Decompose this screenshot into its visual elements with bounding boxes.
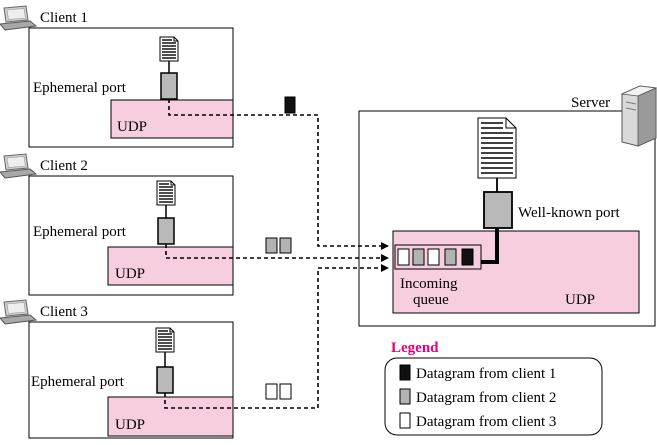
server-udp-label: UDP [565,292,595,308]
legend-box [384,357,603,436]
datagram-client-3-in-transit [265,383,278,400]
client-1-port-label: Ephemeral port [33,80,127,96]
datagram-client-2-in-transit [279,237,292,254]
path-client-3 [164,264,389,409]
client-3-title: Client 3 [40,304,88,320]
client-2-panel: Client 2 Ephemeral port UDP [0,153,234,296]
client-2-box [28,175,234,296]
server-well-known-port [483,191,513,229]
client-3-port-label: Ephemeral port [31,374,125,390]
path-client-2 [165,244,389,262]
queued-datagram-client-2 [444,248,457,266]
queued-datagram-client-3 [397,248,410,266]
client-3-box [28,321,234,439]
legend-item-client-2: Datagram from client 2 [416,390,556,406]
queued-datagram-client-2 [412,248,425,266]
client-1-udp-box [110,99,234,139]
path-client-1 [168,99,389,250]
application-document-icon [156,180,176,206]
legend-item-client-3: Datagram from client 3 [416,414,556,430]
server-tower-icon [620,85,657,147]
datagram-client-3-in-transit [279,383,292,400]
queue-to-port-connector [481,228,499,264]
client-3-udp-box [107,396,234,437]
datagram-paths [164,99,389,409]
legend-swatch-client-3 [399,412,411,429]
legend: Legend Datagram from client 1 Datagram f… [384,340,603,436]
laptop-icon [0,153,37,179]
application-document-icon [155,327,175,353]
server-panel: Server Well-known port [358,85,657,327]
queue-label-line2: queue [413,292,449,308]
server-application-document-icon [477,117,517,179]
application-document-icon [159,36,179,62]
client-2-port-label: Ephemeral port [33,224,127,240]
client-1-ephemeral-port [160,72,178,100]
client-3-udp-label: UDP [115,417,145,433]
server-box [358,110,656,327]
datagram-client-1-in-transit [284,96,296,114]
client-1-title: Client 1 [40,10,88,26]
queued-datagram-client-1 [461,248,474,266]
client-1-panel: Client 1 Ephemeral port UDP [0,5,234,148]
legend-swatch-client-1 [399,364,411,381]
legend-title: Legend [391,340,439,356]
client-2-udp-label: UDP [115,266,145,282]
laptop-icon [0,299,37,325]
datagram-client-2-in-transit [265,237,278,254]
legend-item-client-1: Datagram from client 1 [416,366,556,382]
client-2-udp-box [107,246,234,286]
client-2-title: Client 2 [40,158,88,174]
laptop-icon [0,5,37,31]
server-port-label: Well-known port [518,205,621,221]
client-1-box [28,27,234,148]
legend-swatch-client-2 [399,388,411,405]
client-3-ephemeral-port [156,366,174,394]
client-1-udp-label: UDP [117,119,147,135]
client-3-panel: Client 3 Ephemeral port UDP [0,299,234,439]
queued-datagram-client-3 [427,248,440,266]
server-title: Server [571,95,610,111]
queue-label-line1: Incoming [400,276,458,292]
client-2-ephemeral-port [157,217,175,245]
